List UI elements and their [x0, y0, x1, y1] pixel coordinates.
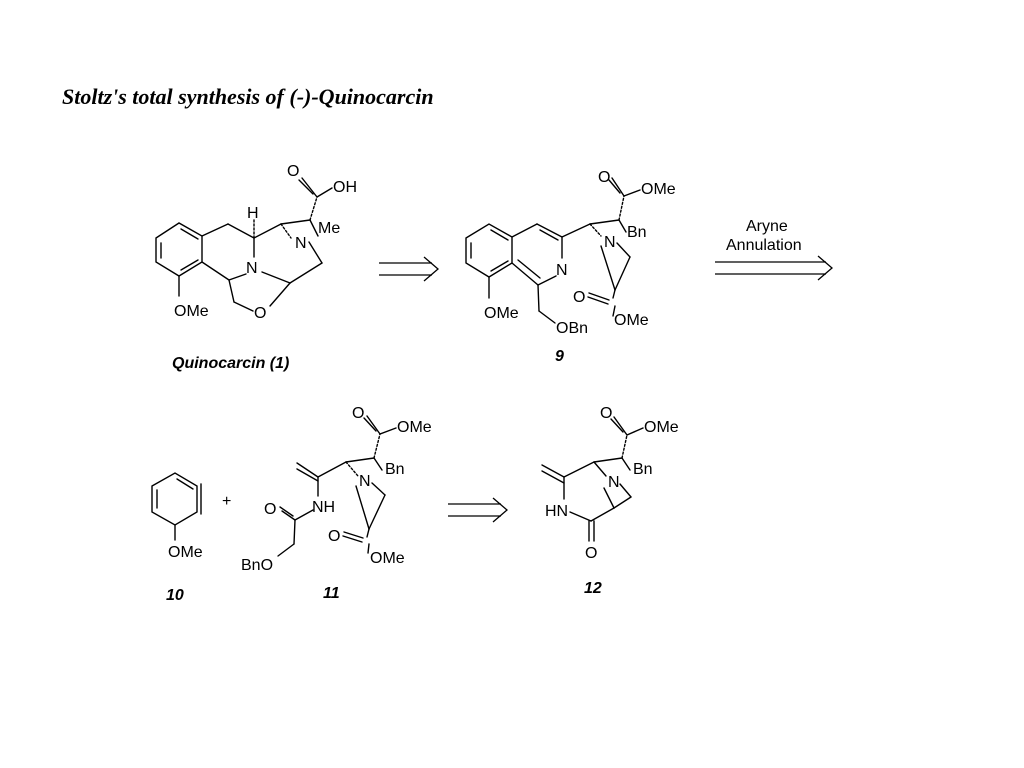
compound-12-structure [541, 416, 644, 542]
arrow-label-aryne: Aryne [746, 218, 788, 235]
retro-arrow-1 [379, 256, 439, 282]
atom-o: O [598, 169, 610, 186]
atom-nh: NH [312, 499, 335, 516]
atom-bn: Bn [627, 224, 647, 241]
atom-bno: BnO [241, 557, 273, 574]
atom-h: H [247, 205, 259, 222]
atom-o: O [573, 289, 585, 306]
retro-arrow-2 [715, 255, 833, 281]
compound-label-quinocarcin: Quinocarcin (1) [172, 355, 289, 372]
atom-ome: OMe [641, 181, 676, 198]
atom-n-bridge: N [359, 473, 371, 490]
compound-11-structure [277, 415, 397, 557]
atom-ome: OMe [370, 550, 405, 567]
atom-me: Me [318, 220, 340, 237]
atom-bn: Bn [385, 461, 405, 478]
atom-o: O [352, 405, 364, 422]
atom-obn: OBn [556, 320, 588, 337]
compound-label-12: 12 [584, 580, 602, 597]
atom-ome: OMe [174, 303, 209, 320]
atom-o: O [287, 163, 299, 180]
atom-n-ring: N [246, 260, 258, 277]
atom-n-bridge: N [604, 234, 616, 251]
compound-9-structure [465, 177, 641, 324]
atom-n-bridge: N [295, 235, 307, 252]
retro-arrow-3 [448, 497, 508, 523]
compound-label-10: 10 [166, 587, 184, 604]
atom-o: O [328, 528, 340, 545]
compound-10-structure [151, 472, 202, 541]
atom-n-ring: N [556, 262, 568, 279]
plus-sign: + [222, 493, 231, 510]
atom-o: O [600, 405, 612, 422]
atom-o-ring: O [254, 305, 266, 322]
quinocarcin-structure [155, 177, 333, 312]
atom-n-bridge: N [608, 474, 620, 491]
compound-label-11: 11 [323, 585, 340, 602]
atom-oh: OH [333, 179, 357, 196]
atom-ome: OMe [614, 312, 649, 329]
atom-o: O [585, 545, 597, 562]
atom-ome: OMe [644, 419, 679, 436]
atom-bn: Bn [633, 461, 653, 478]
atom-hn: HN [545, 503, 568, 520]
atom-ome: OMe [168, 544, 203, 561]
arrow-label-annulation: Annulation [726, 237, 802, 254]
compound-label-9: 9 [555, 348, 564, 365]
atom-ome: OMe [397, 419, 432, 436]
atom-o: O [264, 501, 276, 518]
slide-title: Stoltz's total synthesis of (-)-Quinocar… [62, 84, 434, 109]
atom-ome: OMe [484, 305, 519, 322]
